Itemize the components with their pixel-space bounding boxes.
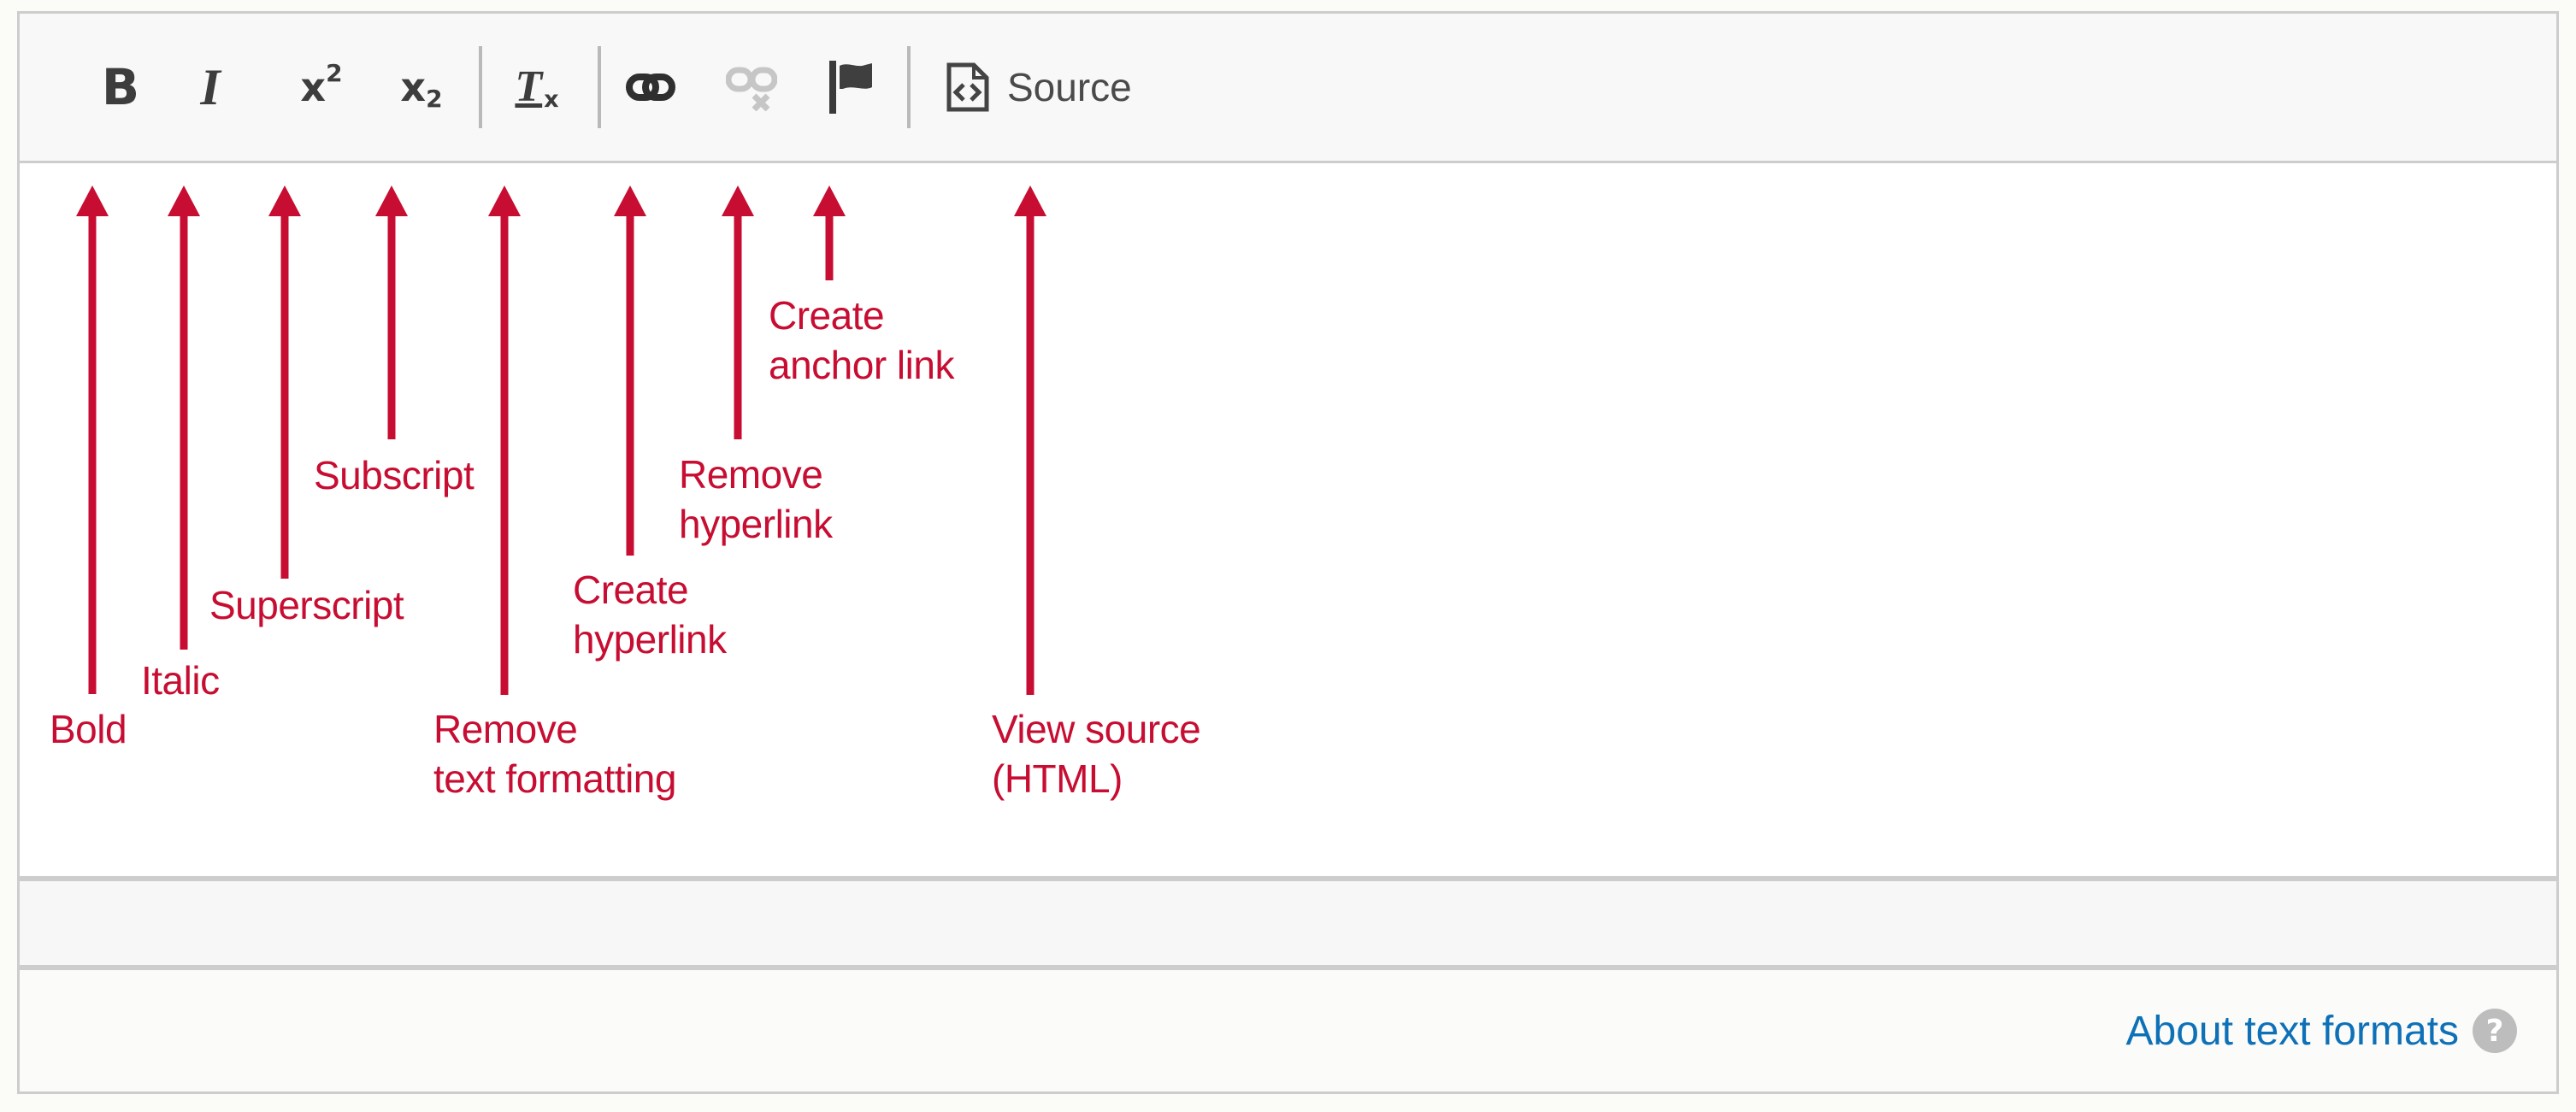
toolbar-separator [598,46,601,128]
text-format-footer: About text formats ? [17,968,2559,1094]
unlink-icon [726,63,777,111]
remove-format-mark: x [544,85,559,113]
italic-icon: I [200,59,221,115]
editor-content-area[interactable] [20,166,2556,876]
toolbar-separator [479,46,482,128]
bold-icon: B [101,58,140,116]
help-icon-glyph: ? [2485,1013,2504,1049]
source-button-label: Source [1007,65,1132,109]
source-code-icon [946,62,990,112]
superscript-icon: x [300,64,327,110]
subscript-mark: 2 [426,85,443,113]
toolbar-separator [907,46,911,128]
remove-hyperlink-button [726,63,777,111]
subscript-icon: x [400,64,427,110]
create-hyperlink-button[interactable] [626,69,675,105]
source-button[interactable]: Source [946,62,1132,112]
link-icon [626,69,675,105]
about-text-formats-link[interactable]: About text formats [2125,1008,2459,1054]
superscript-mark: 2 [326,59,343,87]
create-anchor-button[interactable] [827,59,876,115]
help-icon[interactable]: ? [2473,1009,2517,1053]
flag-icon [827,59,876,115]
italic-button[interactable]: I [200,62,227,113]
bold-button[interactable]: B [102,62,139,112]
remove-format-icon: T [515,62,543,111]
editor-bottom-bar [17,879,2559,968]
